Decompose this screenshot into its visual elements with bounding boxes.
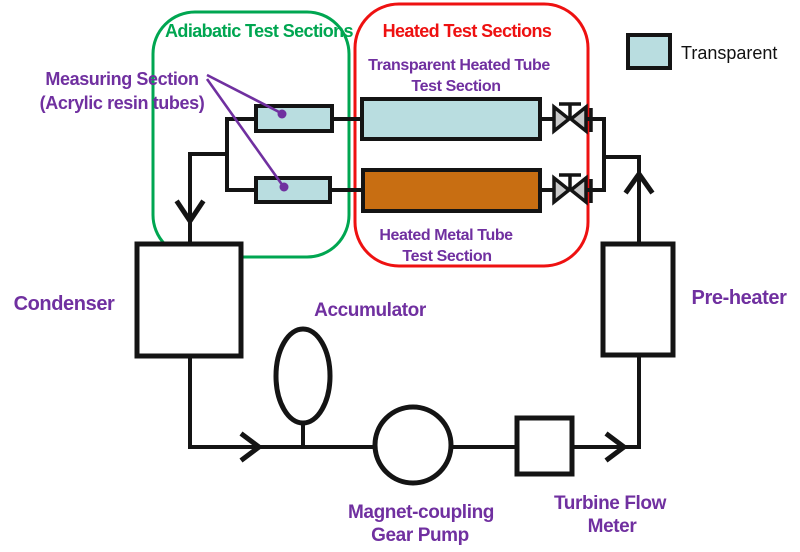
measuring-tube-1 xyxy=(254,104,334,133)
adiabatic-region-title: Adiabatic Test Sections xyxy=(165,21,354,41)
turbine-label-line1: Turbine Flow xyxy=(554,493,667,514)
valve-2-right-triangle xyxy=(568,174,588,206)
metal-tube-label-line1: Heated Metal Tube xyxy=(379,227,513,244)
pump-label-line2: Gear Pump xyxy=(371,525,469,546)
valve-2 xyxy=(552,173,593,206)
turbine-label-line2: Meter xyxy=(588,516,638,537)
transparent-heated-tube xyxy=(360,97,542,141)
adiabatic-region-outline xyxy=(151,10,351,259)
transparent-tube-label-line2: Test Section xyxy=(411,78,500,95)
turbine-flow-meter-box xyxy=(514,415,575,477)
gear-pump-circle xyxy=(372,404,454,486)
heated-region-outline xyxy=(353,2,590,268)
condenser-label: Condenser xyxy=(14,293,115,315)
valve-1-left-triangle xyxy=(552,103,572,135)
valve-1 xyxy=(552,102,593,135)
heated-region-title: Heated Test Sections xyxy=(383,21,552,41)
pre-heater-box xyxy=(600,241,676,358)
valve-1-right-triangle xyxy=(568,103,588,135)
flow-arrow-right-bottom-left xyxy=(239,431,264,463)
legend-label: Transparent xyxy=(681,43,777,63)
measuring-section-label-line1: Measuring Section xyxy=(45,69,198,89)
condenser-box xyxy=(134,241,244,359)
valve-2-left-triangle xyxy=(552,174,572,206)
pump-label-line1: Magnet-coupling xyxy=(348,502,494,523)
legend-swatch xyxy=(626,33,672,70)
accumulator-ellipse xyxy=(273,326,333,426)
metal-tube-label-line2: Test Section xyxy=(402,248,491,265)
flow-arrow-right-bottom-right xyxy=(604,431,629,463)
annotation-dot-tube1 xyxy=(277,109,287,119)
accumulator-label: Accumulator xyxy=(314,300,427,321)
transparent-tube-label-line1: Transparent Heated Tube xyxy=(368,57,550,74)
annotation-dot-tube2 xyxy=(279,182,289,192)
annotation-line-tube1 xyxy=(206,73,282,115)
flow-arrow-up-riser xyxy=(623,169,655,195)
pre-heater-label: Pre-heater xyxy=(692,287,788,309)
measuring-section-label-line2: (Acrylic resin tubes) xyxy=(40,93,205,113)
flow-arrow-down-condenser xyxy=(174,199,206,226)
measuring-tube-2 xyxy=(254,176,332,204)
heated-metal-tube xyxy=(361,168,542,213)
annotation-line-tube2 xyxy=(205,78,285,187)
